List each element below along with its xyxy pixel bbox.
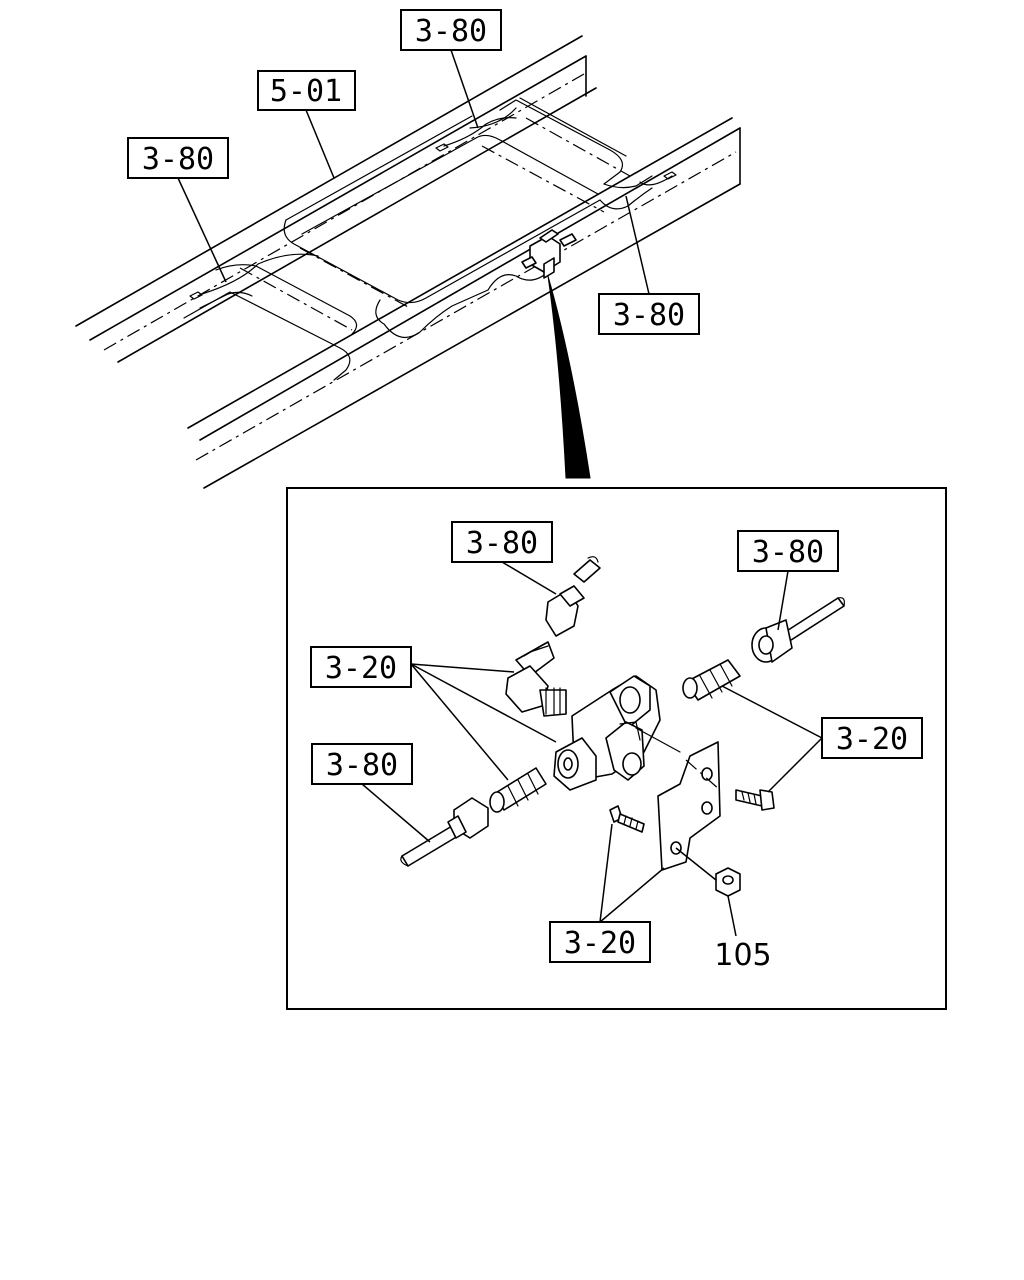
chassis-frame [75,35,741,489]
union-fitting-left [489,767,547,813]
nut-105: 105 [675,847,772,973]
valve-body [553,675,681,791]
callout-left-3-80: 3-80 [127,137,229,283]
bolt-right [735,789,775,811]
callout-detail-bottom-3-20: 3-20 [549,823,665,963]
flare-nut-left [447,797,489,839]
callout-detail-top-3-80: 3-80 [451,521,557,595]
callout-label: 3-20 [564,926,636,961]
elbow-fitting [505,641,567,717]
part-number-label: 105 [714,938,771,973]
callout-top-3-80: 3-80 [400,9,502,129]
callout-label: 3-80 [752,535,824,570]
callout-label: 3-80 [613,298,685,333]
callout-detail-left-3-80: 3-80 [311,743,431,843]
detail-pointer [547,275,591,479]
callout-label: 3-80 [466,526,538,561]
mounting-bracket [657,741,721,871]
callout-label: 3-20 [325,651,397,686]
callout-detail-left-3-20: 3-20 [310,646,557,781]
frame-valve-assembly [521,229,577,279]
detail-view-frame [286,487,947,1010]
callout-label: 5-01 [270,74,342,109]
union-fitting-right [682,659,741,701]
callout-right-3-80: 3-80 [598,195,700,335]
callout-label: 3-20 [836,722,908,757]
callout-top-5-01: 5-01 [257,70,356,179]
callout-label: 3-80 [142,142,214,177]
callout-detail-right-3-80: 3-80 [737,530,839,631]
callout-label: 3-80 [326,748,398,783]
bolt-left [609,805,645,833]
flare-nut-top [545,585,585,637]
callout-detail-right-3-20: 3-20 [721,685,923,793]
callout-label: 3-80 [415,14,487,49]
flare-nut-right [751,619,793,663]
